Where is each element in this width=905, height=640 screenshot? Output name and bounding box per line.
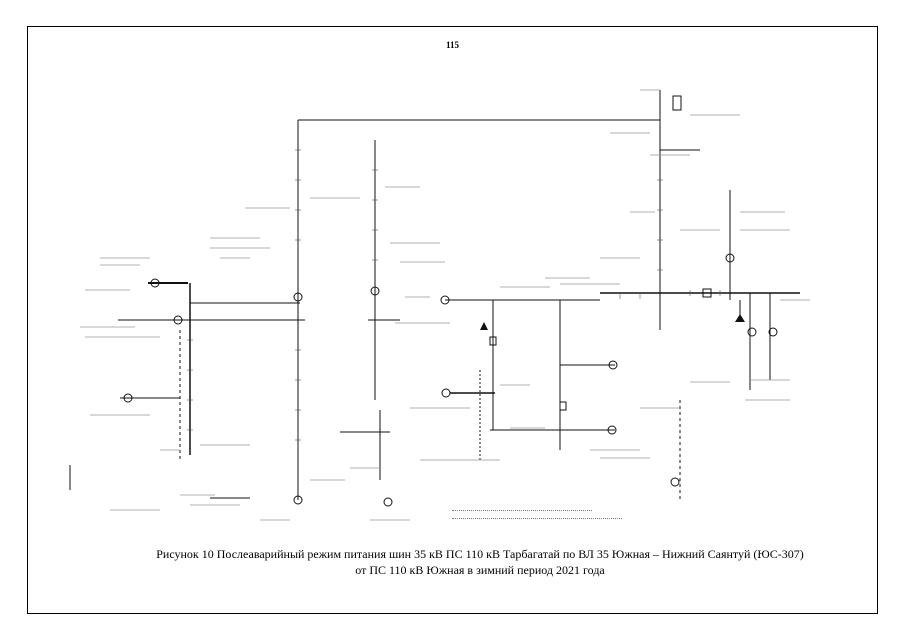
transformer-symbol [173,315,183,325]
transformer-symbol [441,388,451,398]
transformer-symbol [150,278,160,288]
switch-symbol [559,401,567,411]
page-frame [27,26,878,614]
switch-symbol [672,95,682,111]
transformer-symbol [293,495,303,505]
transformer-symbol [383,497,393,507]
transformer-symbol [293,292,303,302]
transformer-symbol [607,425,617,435]
transformer-symbol [608,360,618,370]
arrow-marker [480,322,488,330]
transformer-symbol [670,477,680,487]
legend-note [452,506,622,519]
transformer-symbol [747,327,757,337]
switch-symbol [489,336,497,346]
page-number: 115 [445,40,459,50]
transformer-symbol [440,295,450,305]
transformer-symbol [768,327,778,337]
transformer-symbol [123,393,133,403]
caption-line-2: от ПС 110 кВ Южная в зимний период 2021 … [355,563,605,577]
transformer-symbol [725,253,735,263]
arrow-marker [735,314,745,322]
caption-line-1: Рисунок 10 Послеаварийный режим питания … [156,547,804,561]
transformer-symbol [370,286,380,296]
switch-symbol [702,288,712,298]
figure-caption: Рисунок 10 Послеаварийный режим питания … [95,546,865,578]
